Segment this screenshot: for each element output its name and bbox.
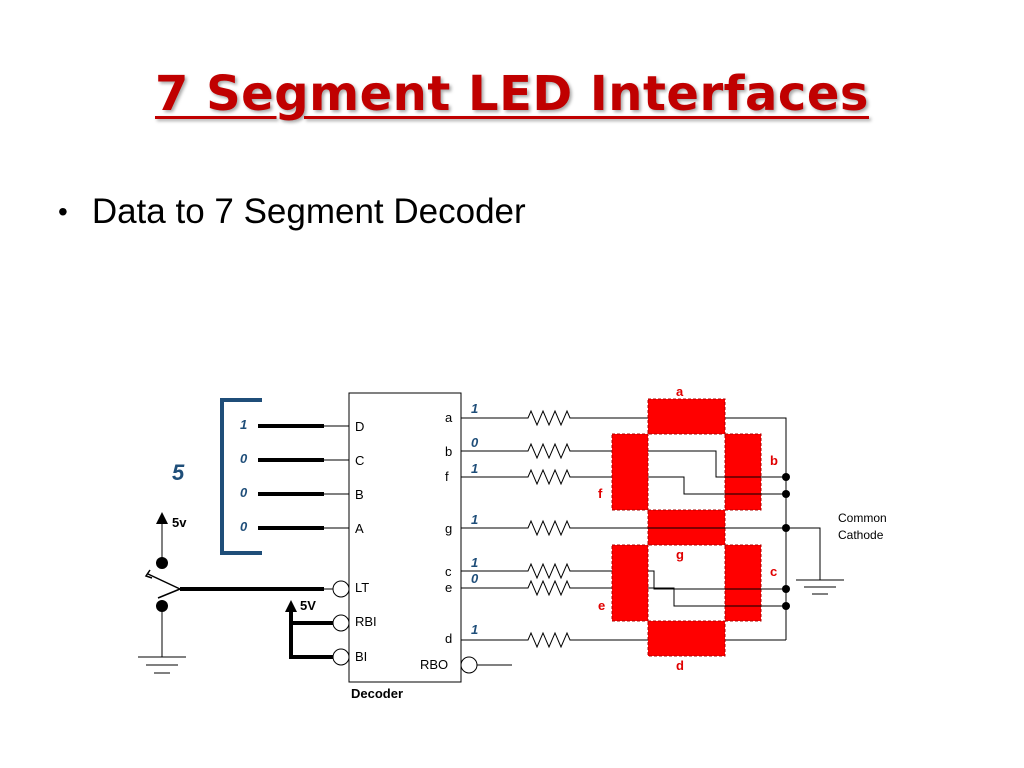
bullet-dot: • bbox=[58, 196, 68, 227]
cathode-label: Cathode bbox=[838, 528, 884, 542]
input-value-c: 0 bbox=[240, 451, 248, 466]
segment-label-f: f bbox=[598, 486, 603, 501]
segment-label-c: c bbox=[770, 564, 777, 579]
out-value-d: 1 bbox=[471, 622, 478, 637]
pin-c: C bbox=[355, 453, 364, 468]
out-pin-g: g bbox=[445, 521, 452, 536]
pin-rbi: RBI bbox=[355, 614, 377, 629]
active-low-bubbles bbox=[332, 580, 478, 674]
out-pin-b: b bbox=[445, 444, 452, 459]
segment-c bbox=[724, 544, 762, 622]
segment-label-e: e bbox=[598, 598, 605, 613]
input-value-d: 1 bbox=[240, 417, 247, 432]
supply-5v-left: 5v bbox=[172, 515, 187, 530]
input-bracket bbox=[220, 398, 262, 555]
segment-f bbox=[611, 433, 649, 511]
out-value-b: 0 bbox=[471, 435, 479, 450]
lamp-test-switch bbox=[138, 512, 333, 674]
pin-lt: LT bbox=[355, 580, 369, 595]
segment-label-d: d bbox=[676, 658, 684, 673]
out-pin-d: d bbox=[445, 631, 452, 646]
pin-a: A bbox=[355, 521, 364, 536]
out-pin-a: a bbox=[445, 410, 453, 425]
input-value-a: 0 bbox=[240, 519, 248, 534]
bullet-item: • Data to 7 Segment Decoder bbox=[58, 192, 526, 232]
segment-b bbox=[724, 433, 762, 511]
input-number: 5 bbox=[172, 460, 185, 485]
pin-bi: BI bbox=[355, 649, 367, 664]
segment-label-a: a bbox=[676, 384, 684, 399]
pin-b: B bbox=[355, 487, 364, 502]
bullet-text: Data to 7 Segment Decoder bbox=[91, 192, 526, 231]
input-wires bbox=[258, 424, 324, 530]
common-label: Common bbox=[838, 511, 887, 525]
pin-d: D bbox=[355, 419, 364, 434]
segment-d bbox=[647, 620, 726, 657]
out-value-a: 1 bbox=[471, 401, 478, 416]
out-value-g: 1 bbox=[471, 512, 478, 527]
out-value-e: 0 bbox=[471, 571, 479, 586]
supply-5v-mid: 5V bbox=[300, 598, 316, 613]
segment-label-g: g bbox=[676, 547, 684, 562]
segment-label-b: b bbox=[770, 453, 778, 468]
segment-a bbox=[647, 398, 726, 435]
out-pin-e: e bbox=[445, 580, 452, 595]
decoder-label: Decoder bbox=[351, 686, 403, 701]
pin-rbo: RBO bbox=[420, 657, 448, 672]
out-pin-f: f bbox=[445, 469, 449, 484]
junction-dots bbox=[782, 473, 790, 610]
out-value-f: 1 bbox=[471, 461, 478, 476]
input-value-b: 0 bbox=[240, 485, 248, 500]
rbi-bi-pullup bbox=[285, 600, 333, 659]
slide-title: 7 Segment LED Interfaces bbox=[155, 66, 869, 122]
segment-e bbox=[611, 544, 649, 622]
decoder-box bbox=[348, 392, 462, 683]
out-pin-c: c bbox=[445, 564, 452, 579]
out-value-c: 1 bbox=[471, 555, 478, 570]
